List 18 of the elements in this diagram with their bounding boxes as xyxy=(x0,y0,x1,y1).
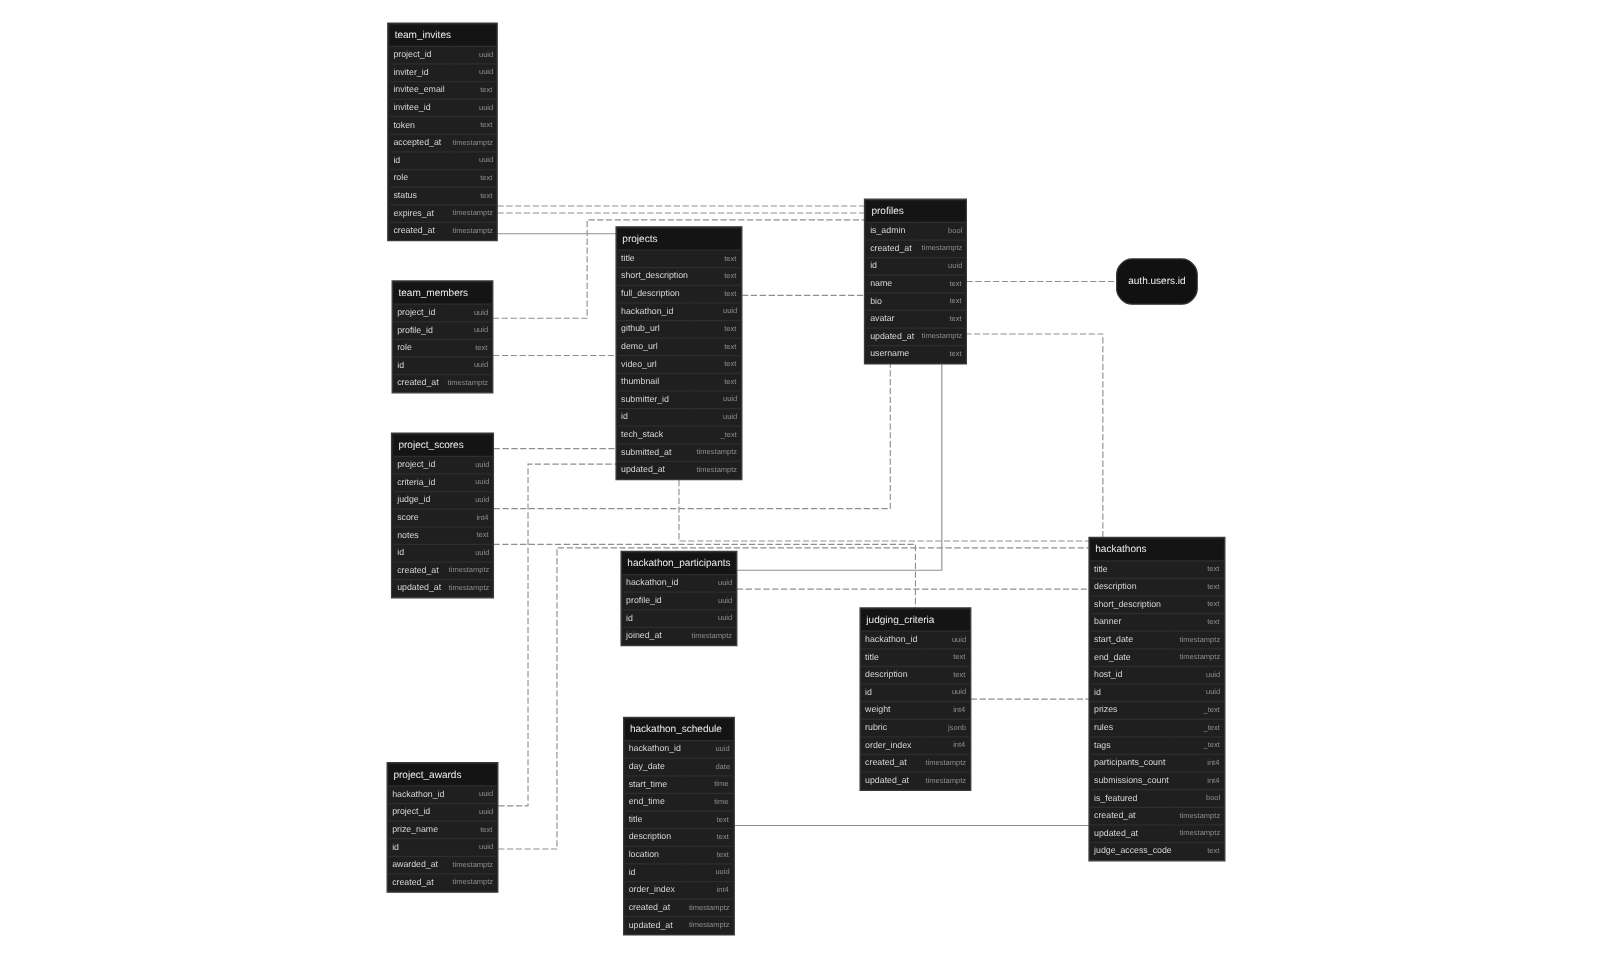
connector xyxy=(736,362,943,570)
connector xyxy=(496,232,617,234)
connector xyxy=(497,204,865,206)
connector xyxy=(497,462,617,806)
connector xyxy=(966,332,1104,537)
connector xyxy=(734,823,1090,826)
connector xyxy=(741,293,865,295)
connector xyxy=(492,353,617,356)
connector xyxy=(497,211,865,213)
connector xyxy=(966,279,1118,282)
connector xyxy=(970,697,1090,699)
connector xyxy=(493,542,916,608)
connector xyxy=(493,447,617,449)
connector xyxy=(678,478,1090,541)
connector xyxy=(736,587,1090,589)
connector xyxy=(492,218,865,318)
connector xyxy=(497,546,1090,849)
connector xyxy=(493,362,891,509)
